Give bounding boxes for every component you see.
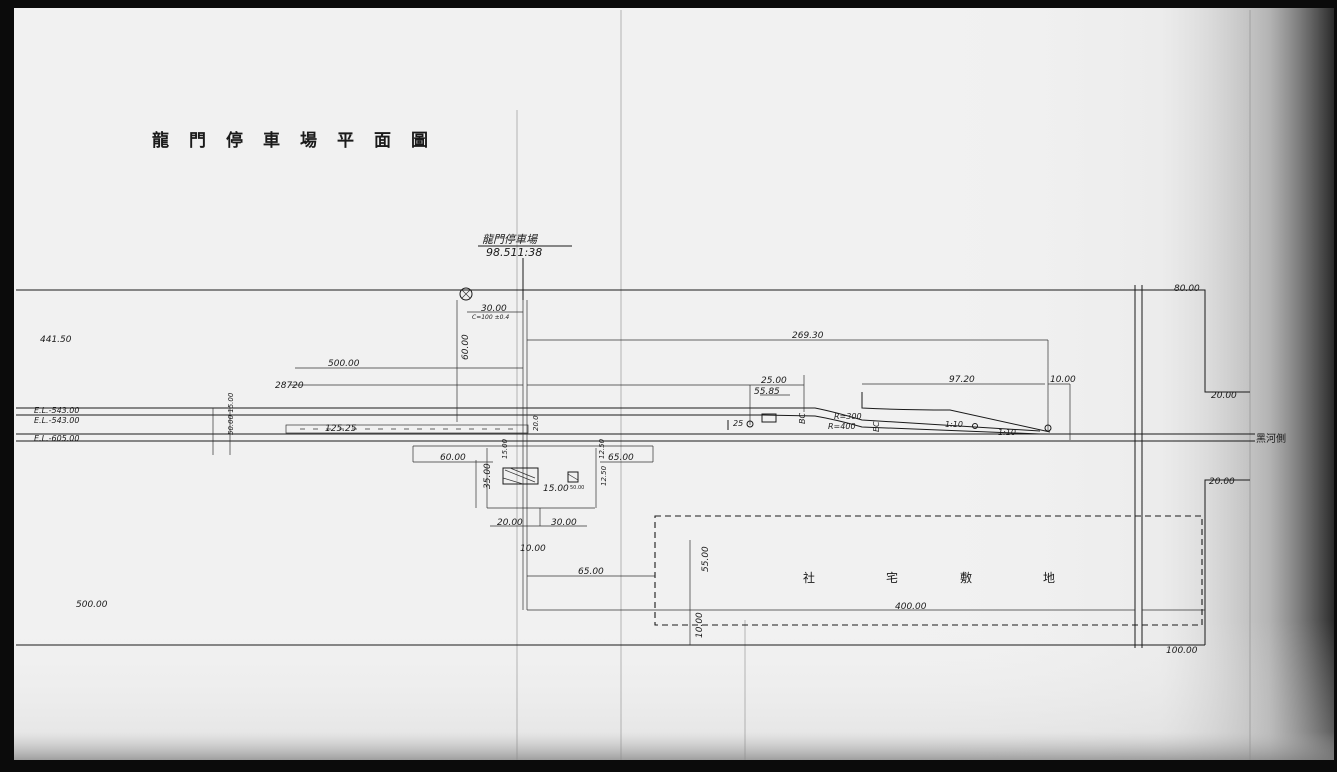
svg-text:500.00: 500.00 [76, 600, 108, 610]
svg-text:50.00 15.00: 50.00 15.00 [227, 392, 235, 435]
svg-text:60.00: 60.00 [440, 453, 466, 463]
svg-text:97.20: 97.20 [949, 375, 975, 385]
direction-label: 黑河側 [1256, 432, 1286, 445]
svg-text:55.85: 55.85 [754, 387, 780, 397]
main-tracks [16, 392, 1255, 442]
station-label: 龍門停車場 98.511:38 [478, 233, 572, 300]
svg-text:15.00: 15.00 [501, 438, 509, 459]
svg-text:12.50: 12.50 [600, 465, 608, 486]
station-building [459, 287, 777, 485]
curve-labels: R=300 R=400 1:10 1:10 BC EC 25 [733, 412, 1016, 437]
svg-text:BC: BC [798, 413, 807, 424]
housing-label-3: 敷 [960, 570, 972, 585]
svg-text:20.00: 20.00 [1211, 391, 1237, 401]
svg-text:20.00: 20.00 [497, 518, 523, 528]
housing-label-4: 地 [1043, 571, 1055, 585]
svg-text:10.00: 10.00 [520, 544, 546, 554]
housing-label-1: 社 [803, 570, 815, 585]
svg-text:35.00: 35.00 [483, 463, 493, 489]
svg-text:C=100 ±0.4: C=100 ±0.4 [472, 314, 509, 321]
svg-text:80.00: 80.00 [1174, 284, 1200, 294]
svg-text:269.30: 269.30 [792, 331, 824, 341]
svg-text:12.50: 12.50 [598, 438, 606, 459]
svg-text:400.00: 400.00 [895, 602, 927, 612]
paper-bottom-shade [14, 620, 1334, 760]
dimension-lines [212, 300, 1205, 645]
housing-label-2: 宅 [886, 570, 898, 585]
elevation-labels: E.L.-543.00 E.L.-543.00 E.L.-605.00 [34, 406, 79, 443]
elevation-1: E.L.-543.00 [34, 406, 79, 415]
station-name: 龍門停車場 [482, 233, 539, 246]
svg-text:60.00: 60.00 [461, 334, 471, 360]
svg-text:10.00: 10.00 [695, 612, 705, 638]
svg-text:30.00: 30.00 [551, 518, 577, 528]
svg-text:15.00: 15.00 [543, 484, 569, 494]
svg-text:R=400: R=400 [828, 422, 856, 431]
svg-text:500.00: 500.00 [328, 359, 360, 369]
housing-site: 社 宅 敷 地 [654, 515, 1203, 626]
signal-posts [727, 420, 1052, 432]
svg-text:30.00: 30.00 [481, 304, 507, 314]
svg-text:10.00: 10.00 [1050, 375, 1076, 385]
svg-text:1:10: 1:10 [998, 428, 1016, 437]
dimension-texts: 441.50 30.00 C=100 ±0.4 60.00 500.00 287… [40, 284, 1237, 656]
svg-text:441.50: 441.50 [40, 335, 72, 345]
svg-text:20.0: 20.0 [532, 415, 540, 431]
svg-text:28720: 28720 [275, 381, 304, 391]
svg-text:65.00: 65.00 [608, 453, 634, 463]
elevation-2: E.L.-543.00 [34, 416, 79, 425]
svg-text:125.25: 125.25 [325, 424, 357, 434]
svg-text:20.00: 20.00 [1209, 477, 1235, 487]
svg-text:55.00: 55.00 [701, 546, 711, 572]
svg-text:25: 25 [733, 419, 743, 428]
svg-text:65.00: 65.00 [578, 567, 604, 577]
svg-text:R=300: R=300 [834, 412, 862, 421]
svg-text:EC: EC [872, 421, 881, 432]
svg-text:1:10: 1:10 [945, 420, 963, 429]
platform [285, 424, 529, 434]
vertical-boundary [1134, 285, 1143, 648]
drawing-title: 龍門停車場平面圖 [152, 130, 448, 151]
elevation-3: E.L.-605.00 [34, 434, 79, 443]
svg-text:25.00: 25.00 [761, 376, 787, 386]
svg-text:50.00: 50.00 [570, 485, 584, 491]
station-mileage: 98.511:38 [486, 246, 542, 259]
well-icon [459, 287, 473, 301]
site-boundary [16, 289, 1250, 646]
svg-text:100.00: 100.00 [1166, 646, 1198, 656]
